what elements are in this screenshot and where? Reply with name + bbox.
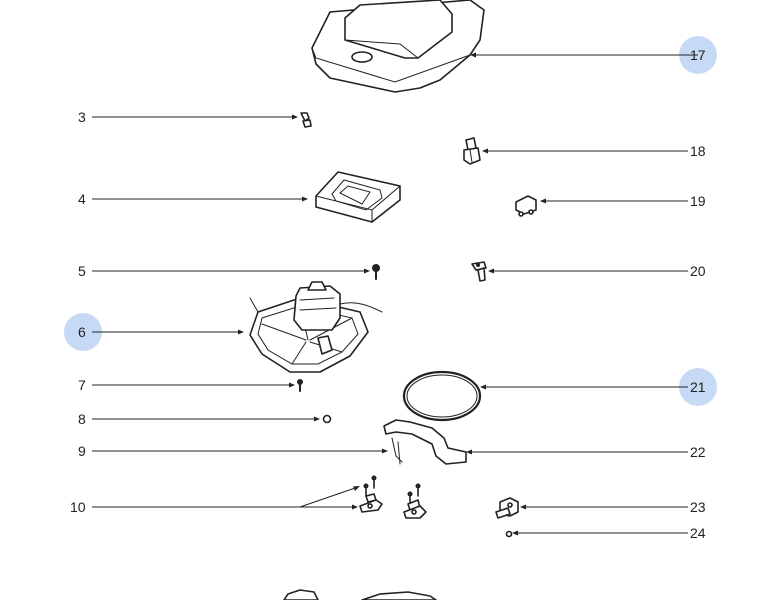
callout-23: 23: [690, 499, 706, 515]
part-21-gasket-ring: [402, 370, 482, 422]
part-24-nut: [505, 530, 513, 538]
callout-8: 8: [78, 411, 86, 427]
part-18-switch: [463, 137, 481, 165]
callout-10: 10: [70, 499, 86, 515]
callout-9: 9: [78, 443, 86, 459]
part-17-top-cover: [311, 0, 485, 93]
callout-17: 17: [690, 47, 706, 63]
callout-7: 7: [78, 377, 86, 393]
part-4-filter-frame: [315, 171, 401, 223]
part-8-nut: [322, 414, 332, 424]
leader-lines: [92, 54, 698, 534]
part-7-screw: [297, 379, 303, 392]
part-23-hinge-bracket: [495, 497, 519, 519]
part-3-clip: [300, 112, 312, 128]
callout-5: 5: [78, 263, 86, 279]
part-bottom-partial: [283, 589, 437, 600]
highlight-6: [64, 313, 102, 351]
callout-19: 19: [690, 193, 706, 209]
callout-6: 6: [78, 324, 86, 340]
callout-22: 22: [690, 444, 706, 460]
arrowheads: [238, 52, 546, 536]
callout-24: 24: [690, 525, 706, 541]
part-19-latch: [515, 195, 537, 217]
callout-labels: 3 4 5 6 7 8 9 10 17 18 19 20 21 22 23 24: [70, 47, 706, 541]
callout-3: 3: [78, 109, 86, 125]
part-5-screw: [372, 264, 380, 280]
part-6-motor-assembly: [249, 281, 383, 373]
part-20-bracket: [471, 261, 487, 282]
highlight-21: [679, 368, 717, 406]
callout-21: 21: [690, 379, 706, 395]
part-10-screw-set: [359, 475, 427, 519]
part-22-linkage: [383, 419, 467, 465]
callout-4: 4: [78, 191, 86, 207]
callout-18: 18: [690, 143, 706, 159]
callout-20: 20: [690, 263, 706, 279]
